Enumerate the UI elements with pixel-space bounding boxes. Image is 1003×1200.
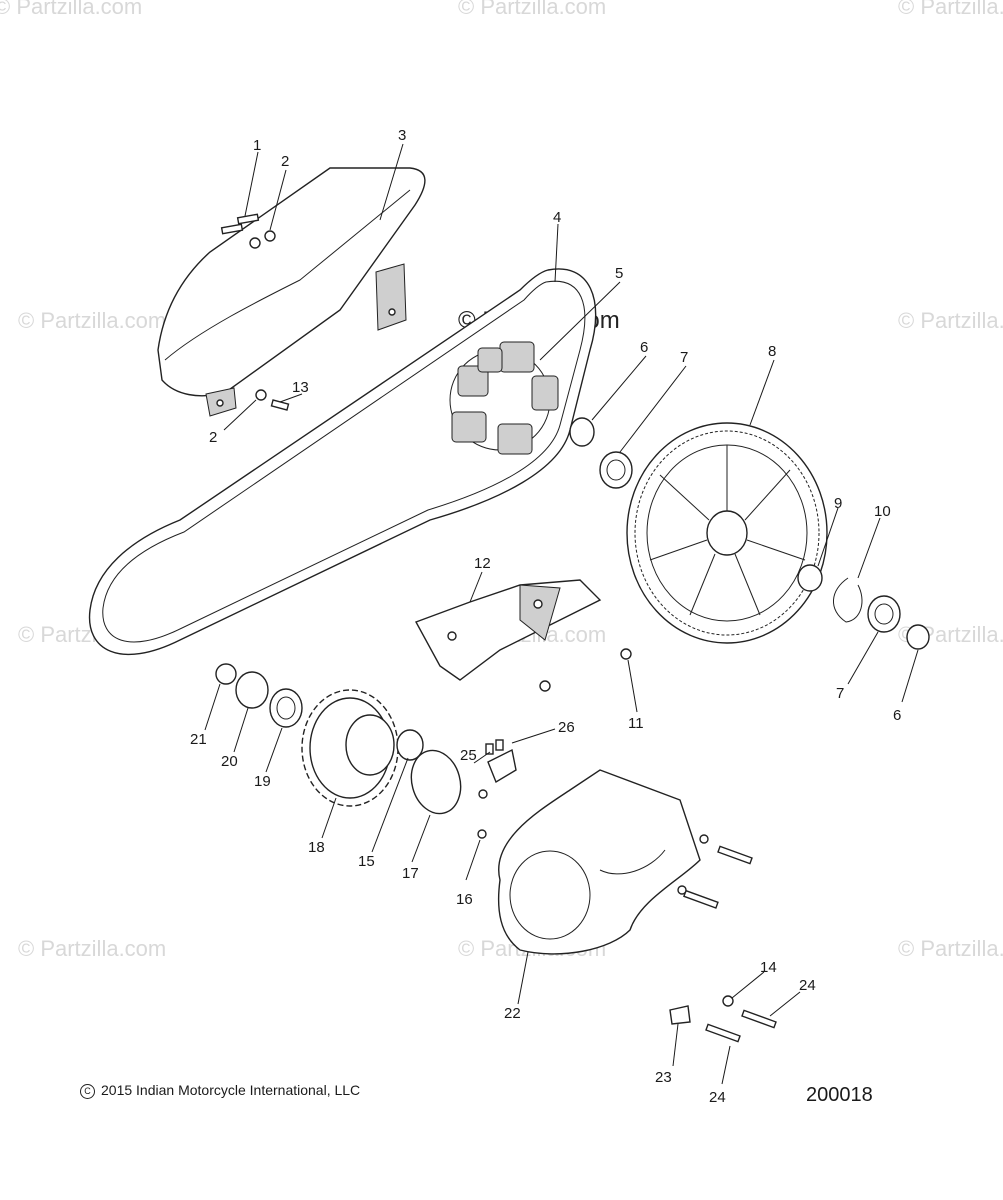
watermark: © Partzilla.com [898, 0, 1003, 19]
callout-20: 20 [221, 753, 238, 770]
rear-pulley [626, 422, 828, 644]
callout-12: 12 [474, 555, 491, 572]
upper-belt-guard [157, 167, 426, 417]
callout-2: 2 [281, 153, 289, 170]
copyright-notice: C 2015 Indian Motorcycle International, L… [80, 1082, 360, 1099]
lower-belt-guard [414, 579, 602, 681]
retaining-plate [410, 749, 488, 839]
guard-fasteners [220, 213, 290, 411]
callout-19: 19 [254, 773, 271, 790]
callout-24: 24 [799, 977, 816, 994]
copyright-text: 2015 Indian Motorcycle International, LL… [101, 1082, 361, 1098]
callout-4: 4 [553, 209, 561, 226]
callout-9: 9 [834, 495, 842, 512]
callout-8: 8 [768, 343, 776, 360]
watermark: © Partzilla.com [458, 0, 606, 19]
watermark: © Partzilla.com [18, 936, 166, 961]
callout-5: 5 [615, 265, 623, 282]
callout-22: 22 [504, 1005, 521, 1022]
callout-labels: 1 2 3 4 5 6 7 8 13 2 9 10 12 7 6 11 21 2… [190, 127, 901, 1106]
callout-13: 13 [292, 379, 309, 396]
callout-1: 1 [253, 137, 261, 154]
callout-6: 6 [640, 339, 648, 356]
callout-11: 11 [628, 715, 644, 732]
callout-2: 2 [209, 429, 217, 446]
wheel-spacer-bearing [569, 417, 633, 489]
callout-18: 18 [308, 839, 325, 856]
callout-24: 24 [709, 1089, 726, 1106]
copyright-circle-icon: C [80, 1084, 95, 1099]
bracket [485, 739, 517, 784]
callout-25: 25 [460, 747, 477, 764]
callout-23: 23 [655, 1069, 672, 1086]
callout-10: 10 [874, 503, 891, 520]
watermark: © Partzilla.com [18, 308, 166, 333]
cover-fasteners [669, 834, 777, 1043]
lower-guard-bolts [539, 648, 632, 692]
callout-16: 16 [456, 891, 473, 908]
front-pulley-spacers [215, 663, 303, 728]
right-hub-parts [797, 564, 930, 650]
callout-15: 15 [358, 853, 375, 870]
drive-belt [88, 268, 597, 656]
watermark: © Partzilla.com [898, 936, 1003, 961]
figure-number: 200018 [806, 1084, 873, 1106]
watermark: © Partzilla.com [0, 0, 142, 19]
callout-21: 21 [190, 731, 207, 748]
callout-7: 7 [836, 685, 844, 702]
callout-3: 3 [398, 127, 406, 144]
cush-drive-dampers [449, 341, 559, 455]
callout-14: 14 [760, 959, 777, 976]
leader-lines [204, 143, 919, 1085]
pulley-cover [497, 769, 701, 955]
callout-17: 17 [402, 865, 419, 882]
callout-26: 26 [558, 719, 575, 736]
callout-6: 6 [893, 707, 901, 724]
watermark: © Partzilla.com [898, 308, 1003, 333]
callout-7: 7 [680, 349, 688, 366]
front-drive-pulley [301, 689, 424, 807]
